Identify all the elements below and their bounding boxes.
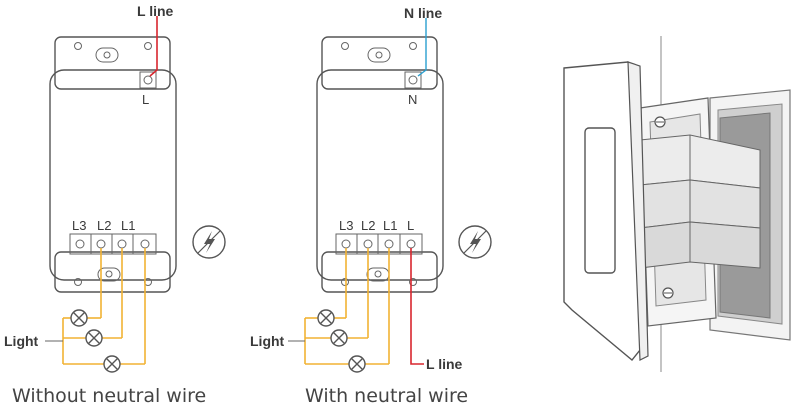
left-terminal-label-l1: L1 bbox=[121, 218, 135, 233]
right-terminal-label-l1: L1 bbox=[383, 218, 397, 233]
right-line-label: L line bbox=[426, 356, 463, 372]
right-top-wire-label: N line bbox=[404, 5, 442, 21]
right-lamp-3 bbox=[348, 355, 366, 373]
right-lamp-1 bbox=[317, 309, 335, 327]
left-lamp-3 bbox=[103, 355, 121, 373]
left-switch bbox=[49, 36, 177, 293]
right-top-terminal-label: N bbox=[408, 92, 417, 107]
left-load-label: Light bbox=[4, 333, 39, 349]
right-terminal-label-l2: L2 bbox=[361, 218, 375, 233]
right-neutral-wire bbox=[417, 18, 427, 77]
left-live-wire bbox=[149, 16, 158, 77]
lightning-icon bbox=[458, 225, 492, 259]
right-lamp-2 bbox=[330, 329, 348, 347]
right-terminal-label-l: L bbox=[407, 218, 414, 233]
left-lamp-2 bbox=[85, 329, 103, 347]
right-caption: With neutral wire bbox=[305, 385, 468, 407]
installation-illustration bbox=[563, 36, 791, 372]
left-terminal-label-l2: L2 bbox=[97, 218, 111, 233]
right-switch bbox=[316, 36, 444, 293]
right-load-wiring bbox=[288, 248, 390, 365]
right-live-wire bbox=[410, 248, 424, 365]
left-load-wiring bbox=[45, 248, 146, 365]
right-load-label: Light bbox=[250, 333, 285, 349]
left-caption: Without neutral wire bbox=[12, 385, 206, 407]
left-top-terminal-label: L bbox=[142, 92, 149, 107]
right-terminal-label-l3: L3 bbox=[339, 218, 353, 233]
left-lamp-1 bbox=[70, 309, 88, 327]
lightning-icon bbox=[192, 225, 226, 259]
left-terminal-label-l3: L3 bbox=[72, 218, 86, 233]
left-top-wire-label: L line bbox=[137, 3, 174, 19]
